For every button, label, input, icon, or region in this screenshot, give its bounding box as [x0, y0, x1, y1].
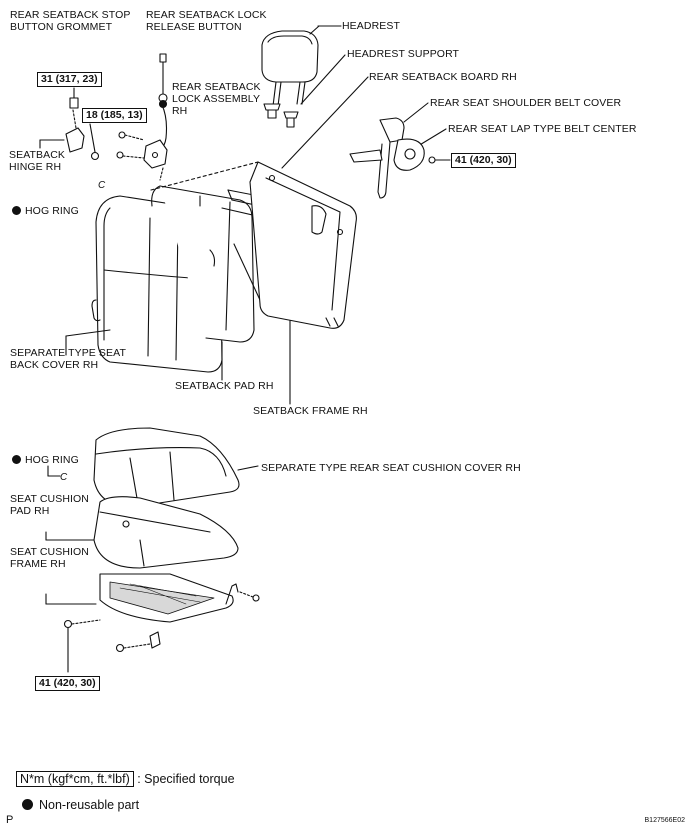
hog-ring-glyph-top: C [98, 180, 106, 191]
label-headrest: HEADREST [342, 20, 400, 32]
cushion-frame-drawing [63, 573, 260, 673]
legend-nonreusable-text: Non-reusable part [39, 798, 140, 812]
hog-ring-bottom-text: HOG RING [25, 454, 79, 466]
headrest-support-drawing [263, 103, 299, 128]
legend-nonreusable-dot [22, 799, 33, 810]
label-lock-release-button: REAR SEATBACK LOCK RELEASE BUTTON [146, 9, 267, 33]
torque-hinge-lower: 18 (185, 13) [82, 108, 147, 123]
label-stop-button-grommet: REAR SEATBACK STOP BUTTON GROMMET [10, 9, 131, 33]
label-shoulder-belt-cover: REAR SEAT SHOULDER BELT COVER [430, 97, 622, 109]
nonreusable-dot [12, 206, 21, 215]
hog-ring-top-text: HOG RING [25, 205, 79, 217]
lock-assembly-drawing [143, 139, 168, 181]
label-seatback-hinge: SEATBACK HINGE RH [9, 149, 66, 173]
label-seatback-board: REAR SEATBACK BOARD RH [369, 71, 517, 83]
lock-release-drawing [158, 53, 168, 151]
figure-id: B127566E02 [644, 817, 685, 824]
torque-cushion-frame: 41 (420, 30) [35, 676, 100, 691]
label-lap-belt-center: REAR SEAT LAP TYPE BELT CENTER [448, 123, 637, 135]
seatback-pad-drawing [151, 185, 255, 343]
label-back-cover: SEPARATE TYPE SEAT BACK COVER RH [10, 347, 126, 371]
hog-ring-glyph-bottom: C [60, 472, 68, 483]
seatback-hinge-drawing [39, 87, 100, 161]
cushion-cover-drawing [93, 427, 259, 508]
label-hog-ring-top: HOG RING [12, 205, 79, 217]
torque-belt-center: 41 (420, 30) [451, 153, 516, 168]
nonreusable-dot [12, 455, 21, 464]
label-cushion-pad: SEAT CUSHION PAD RH [10, 493, 89, 517]
label-cushion-cover: SEPARATE TYPE REAR SEAT CUSHION COVER RH [261, 462, 521, 474]
label-cushion-frame: SEAT CUSHION FRAME RH [10, 546, 89, 570]
label-headrest-support: HEADREST SUPPORT [347, 48, 460, 60]
legend-torque-text: : Specified torque [137, 772, 235, 786]
cushion-pad-drawing [93, 496, 239, 569]
belt-center-drawing [349, 117, 451, 199]
legend-torque-unit: N*m (kgf*cm, ft.*lbf) [16, 771, 134, 787]
seatback-board-drawing [249, 161, 357, 329]
page-letter: P [6, 814, 14, 826]
label-seatback-frame: SEATBACK FRAME RH [253, 405, 368, 417]
label-lock-assembly: REAR SEATBACK LOCK ASSEMBLY RH [172, 81, 261, 117]
label-seatback-pad: SEATBACK PAD RH [175, 380, 274, 392]
lock-bolts [116, 131, 145, 159]
legend-torque: N*m (kgf*cm, ft.*lbf) : Specified torque [16, 771, 235, 787]
torque-hinge-upper: 31 (317, 23) [37, 72, 102, 87]
label-hog-ring-bottom: HOG RING [12, 454, 79, 466]
legend-nonreusable: Non-reusable part [22, 798, 139, 812]
headrest-drawing [261, 30, 319, 107]
